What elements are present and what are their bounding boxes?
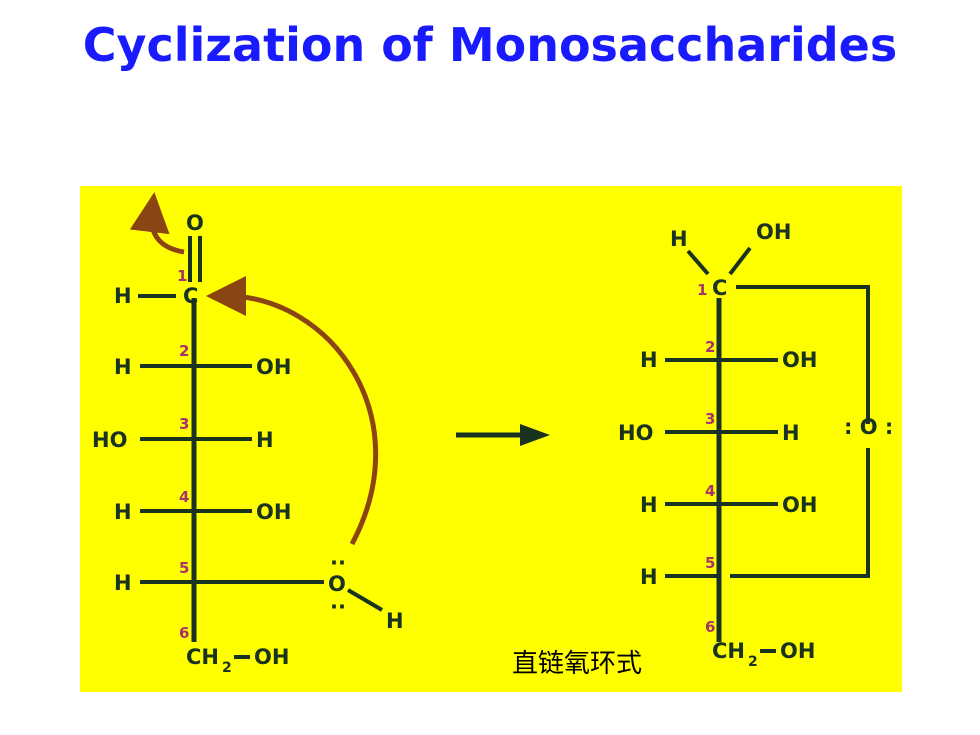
left-carbon-number-4: 4 [179, 488, 189, 506]
c1-oh-bond-cyclic [728, 246, 752, 276]
c4-h-label-cyclic: H [640, 493, 658, 517]
cyclic-structure: H OH C 1 : O : H OH 2 HO H 3 H OH 4 [618, 220, 893, 670]
c3-h-label: H [256, 428, 274, 452]
c6-ch-label-cyclic: CH [712, 639, 745, 663]
o-h-bond [346, 588, 384, 612]
left-carbon-number-1: 1 [177, 267, 187, 285]
c1-h-label-cyclic: H [670, 227, 688, 251]
structure-caption: 直链氧环式 [512, 649, 642, 679]
right-carbon-number-2: 2 [705, 338, 715, 356]
right-carbon-number-4: 4 [705, 482, 715, 500]
c6-subscript: 2 [222, 660, 232, 676]
left-carbon-number-2: 2 [179, 342, 189, 360]
ring-bond-lower [730, 448, 870, 578]
left-carbon-number-3: 3 [179, 415, 189, 433]
lone-pair-top: ·· [330, 551, 346, 575]
right-carbon-number-3: 3 [705, 410, 715, 428]
c6-oh-label-cyclic: OH [780, 639, 815, 663]
left-carbon-number-6: 6 [179, 624, 189, 642]
carbonyl-electron-arrow [129, 192, 185, 255]
c2-h-label: H [114, 355, 132, 379]
hydroxyl-h-label: H [386, 609, 404, 633]
c5-hydroxyl-oxygen-label: O [328, 572, 346, 596]
carbonyl-oxygen-label: O [186, 211, 204, 235]
c4-oh-label: OH [256, 500, 291, 524]
c3-ho-label-cyclic: HO [618, 421, 653, 445]
c6-subscript-cyclic: 2 [748, 654, 758, 670]
right-carbon-number-5: 5 [705, 554, 715, 572]
nucleophilic-attack-arrow [206, 276, 379, 546]
open-chain-structure: O H C 1 H OH 2 HO H 3 H OH 4 H O 5 [92, 192, 404, 676]
diagram-panel: O H C 1 H OH 2 HO H 3 H OH 4 H O 5 [80, 186, 902, 692]
reaction-arrow-head [520, 424, 550, 446]
page-title: Cyclization of Monosaccharides [82, 18, 898, 72]
ring-bond-upper [736, 285, 870, 424]
right-carbon-number-1: 1 [697, 281, 707, 299]
c1-carbon-label: C [183, 284, 198, 308]
right-carbon-number-6: 6 [705, 618, 715, 636]
c1-h-bond-cyclic [686, 249, 710, 276]
c6-oh-label: OH [254, 645, 289, 669]
c1-h-label: H [114, 284, 132, 308]
c2-oh-label-cyclic: OH [782, 348, 817, 372]
c5-h-label-cyclic: H [640, 565, 658, 589]
c3-h-label-cyclic: H [782, 421, 800, 445]
cyclization-diagram: O H C 1 H OH 2 HO H 3 H OH 4 H O 5 [92, 192, 893, 679]
c2-oh-label: OH [256, 355, 291, 379]
c3-ho-label: HO [92, 428, 127, 452]
c6-ch-label: CH [186, 645, 219, 669]
left-carbon-number-5: 5 [179, 559, 189, 577]
reaction-arrow [456, 424, 550, 446]
c5-h-label: H [114, 571, 132, 595]
lone-pair-bottom: ·· [330, 595, 346, 619]
c4-oh-label-cyclic: OH [782, 493, 817, 517]
c4-h-label: H [114, 500, 132, 524]
c1-oh-label-cyclic: OH [756, 220, 791, 244]
c1-carbon-label-cyclic: C [712, 276, 727, 300]
ring-oxygen-label: : O : [844, 415, 893, 439]
c2-h-label-cyclic: H [640, 348, 658, 372]
